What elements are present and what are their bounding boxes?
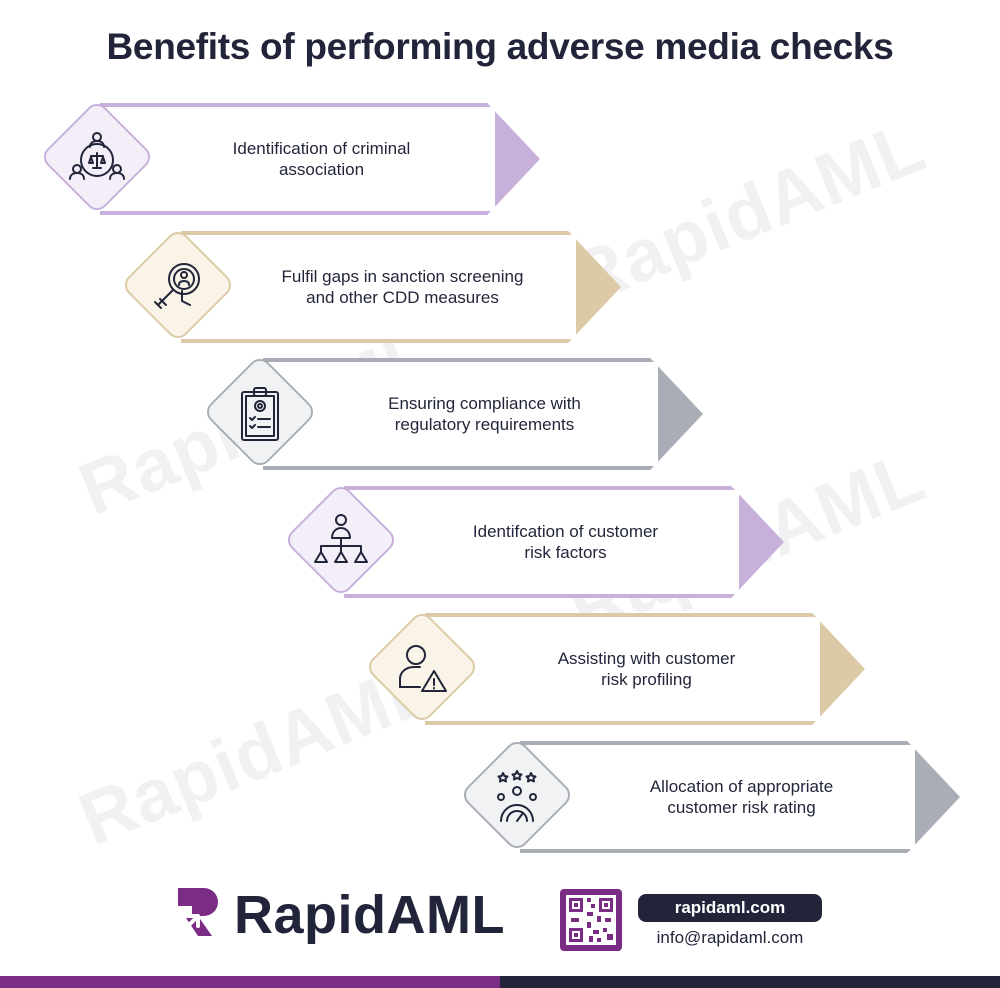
benefit-text: Assisting with customer risk profiling xyxy=(425,617,820,721)
banner-card xyxy=(425,617,820,721)
qr-code[interactable] xyxy=(560,889,622,951)
email-link[interactable]: info@rapidaml.com xyxy=(656,928,804,947)
benefit-line: and other CDD measures xyxy=(306,288,499,307)
benefit-line: Assisting with customer xyxy=(557,649,736,668)
footer-bar-navy xyxy=(500,976,1000,988)
banner-card xyxy=(181,235,576,339)
benefit-item: Allocation of appropriate customer risk … xyxy=(459,737,960,859)
benefit-item: Assisting with customer risk profiling xyxy=(364,609,865,731)
user-warning-icon xyxy=(399,645,447,692)
benefit-item: Identifcation of customer risk factors xyxy=(283,482,784,604)
compliance-clipboard-icon xyxy=(241,387,279,441)
benefit-line: customer risk rating xyxy=(667,798,816,817)
criminal-association-icon xyxy=(69,132,125,180)
banner-card xyxy=(520,745,915,849)
risk-rating-gauge-icon xyxy=(497,770,537,822)
banner-card xyxy=(100,107,495,211)
benefit-line: Fulfil gaps in sanction screening xyxy=(281,267,524,286)
qr-code-icon xyxy=(566,895,616,945)
website-link[interactable]: rapidaml.com xyxy=(638,894,822,922)
brand-name: RapidAML xyxy=(234,885,505,945)
benefit-line: Identifcation of customer xyxy=(472,522,659,541)
benefit-item: Identification of criminal association xyxy=(39,99,540,221)
benefit-line: risk profiling xyxy=(601,670,692,689)
banner-card xyxy=(344,490,739,594)
banner-card xyxy=(263,362,658,466)
benefit-item: Fulfil gaps in sanction screening and ot… xyxy=(120,227,621,349)
benefit-text: Allocation of appropriate customer risk … xyxy=(520,745,915,849)
benefit-item: Ensuring compliance with regulatory requ… xyxy=(202,354,703,476)
benefit-text: Fulfil gaps in sanction screening and ot… xyxy=(181,235,576,339)
benefit-line: Identification of criminal xyxy=(232,139,411,158)
benefit-text: Identification of criminal association xyxy=(100,107,495,211)
page-title: Benefits of performing adverse media che… xyxy=(106,26,894,67)
footer-bar-purple xyxy=(0,976,500,988)
benefit-text: Ensuring compliance with regulatory requ… xyxy=(263,362,658,466)
rapidaml-logo-icon xyxy=(178,888,218,936)
risk-hierarchy-icon xyxy=(314,514,368,563)
benefit-text: Identifcation of customer risk factors xyxy=(344,490,739,594)
benefit-line: Ensuring compliance with xyxy=(388,394,581,413)
benefit-line: risk factors xyxy=(524,543,607,562)
benefit-line: regulatory requirements xyxy=(394,415,575,434)
benefit-line: Allocation of appropriate xyxy=(649,777,834,796)
benefit-line: association xyxy=(278,160,365,179)
sanction-screening-icon xyxy=(154,263,200,309)
